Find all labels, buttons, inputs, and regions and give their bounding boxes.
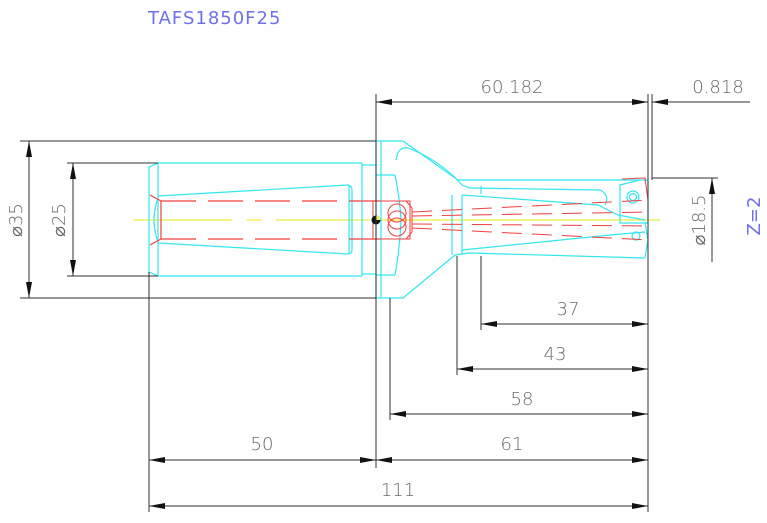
body-coolant-channels [372,177,651,241]
dimension-lines [20,94,750,512]
dim-body-to-tip: 60.182 [481,77,544,98]
dim-drill-diameter: ⌀18.5 [689,195,710,246]
dim-head-length: 61 [501,434,524,455]
dim-overall-length: 111 [381,480,415,501]
dim-length-37: 37 [557,299,580,320]
dim-length-58: 58 [511,389,534,410]
shank-outline [148,162,376,277]
body-outline [375,140,649,299]
tooth-count-label: Z=2 [744,197,765,236]
dim-shank-diameter: ⌀25 [49,203,70,237]
dim-shank-outer-diameter: ⌀35 [6,203,27,237]
shank-coolant-channel [149,194,380,246]
dim-tip-offset: 0.818 [692,77,744,98]
dim-shank-length: 50 [251,434,274,455]
tool-title: TAFS1850F25 [147,8,281,29]
dim-length-43: 43 [544,344,567,365]
